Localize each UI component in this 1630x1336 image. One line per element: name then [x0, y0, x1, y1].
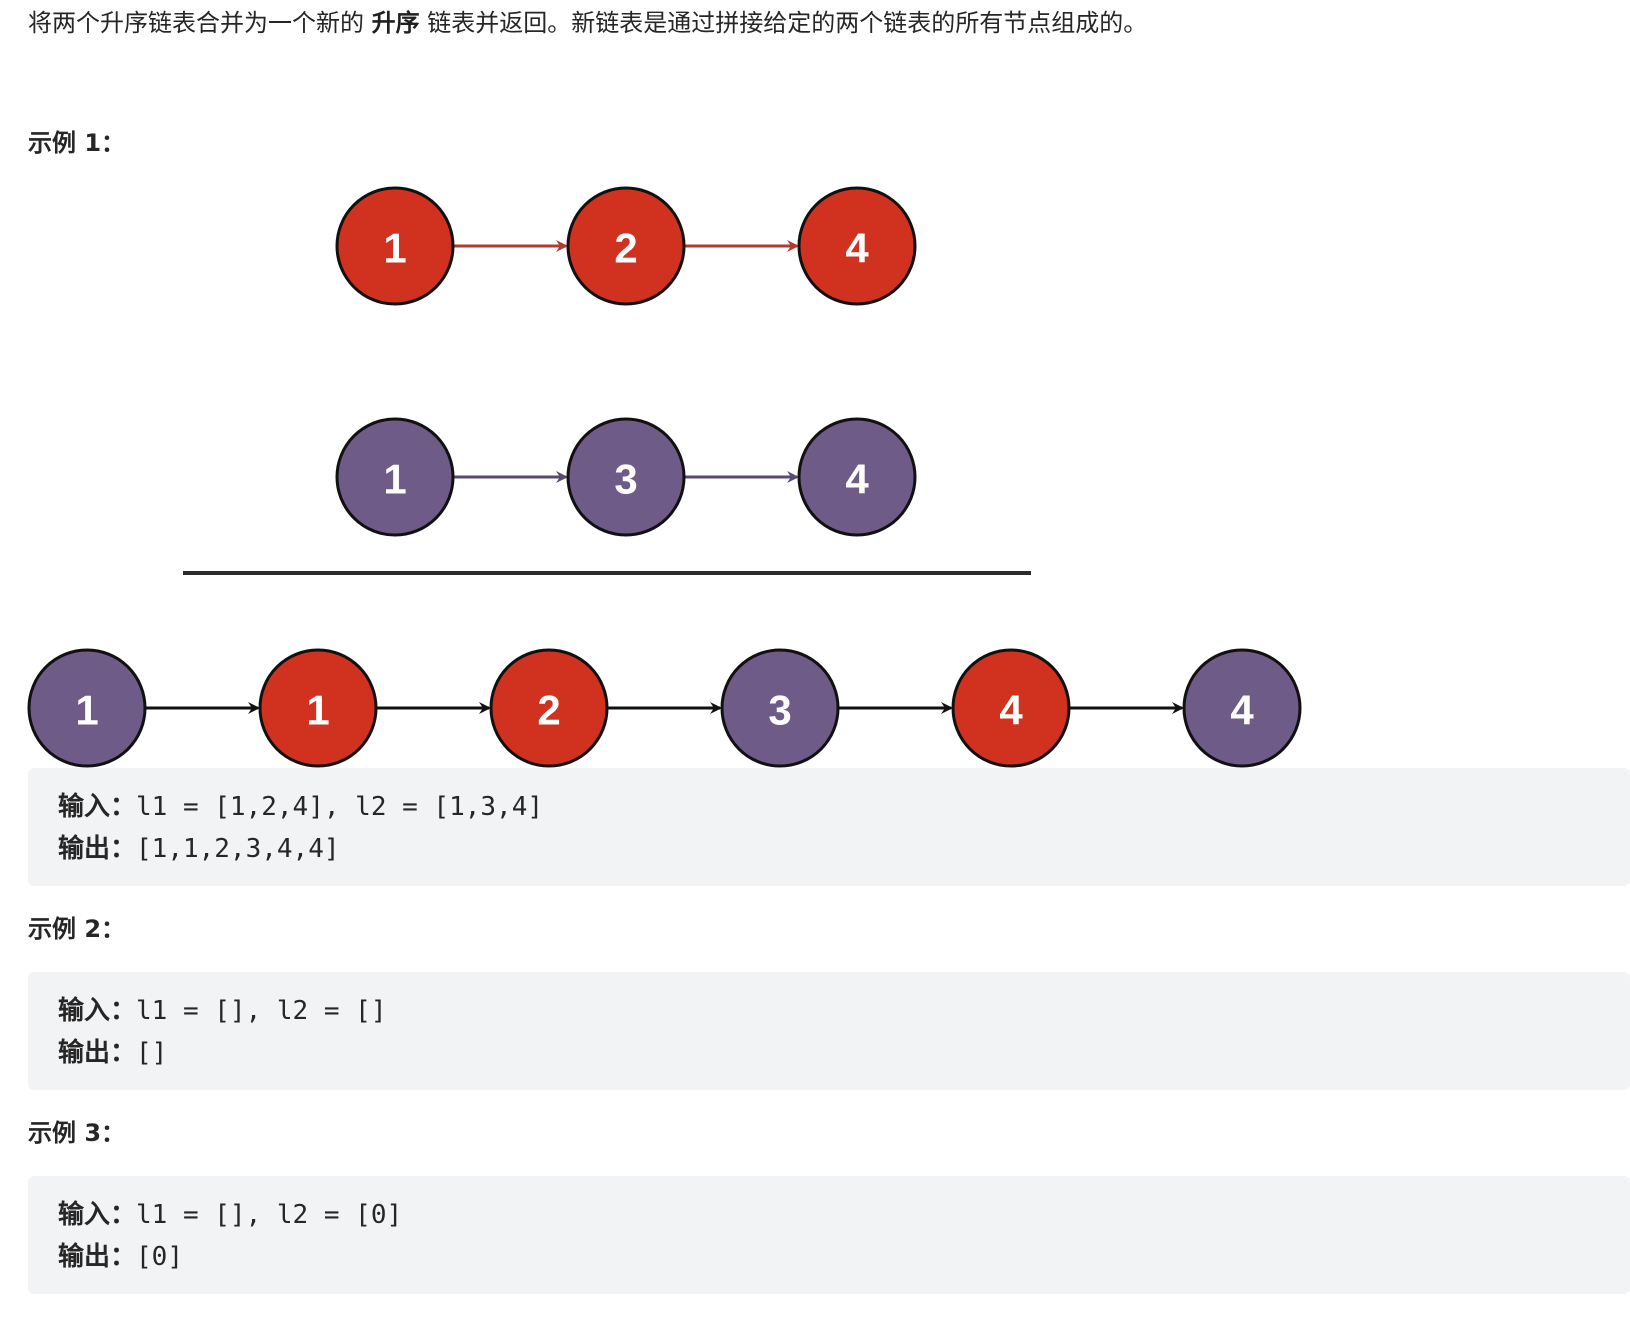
merged-node: [489, 648, 609, 768]
list1-node: [797, 186, 917, 306]
merged-node: [1182, 648, 1302, 768]
input-value: l1 = [], l2 = [0]: [136, 1200, 403, 1230]
example-2-output-line: 输出：[]: [58, 1032, 1600, 1074]
output-value: []: [136, 1038, 168, 1068]
example-3-label: 示例 3：: [28, 1119, 126, 1147]
example-2-input-line: 输入：l1 = [], l2 = []: [58, 990, 1600, 1032]
description-text-before: 将两个升序链表合并为一个新的: [28, 9, 372, 37]
merged-node-value: 1: [75, 687, 98, 734]
example-1-input-line: 输入：l1 = [1,2,4], l2 = [1,3,4]: [58, 786, 1600, 828]
linked-list-merge-diagram: 1 2 4 1 3 4 1 1 2 3 4 4: [27, 186, 1302, 768]
merged-node: [258, 648, 378, 768]
input-key: 输入：: [58, 1200, 137, 1230]
merged-node: [951, 648, 1071, 768]
merged-node-value: 3: [768, 687, 791, 734]
list2-node-value: 1: [383, 456, 406, 503]
output-key: 输出：: [58, 834, 137, 864]
list2-node: [797, 417, 917, 537]
example-2-code-block: 输入：l1 = [], l2 = [] 输出：[]: [28, 972, 1630, 1090]
output-key: 输出：: [58, 1242, 137, 1272]
output-value: [1,1,2,3,4,4]: [136, 834, 340, 864]
example-3-output-line: 输出：[0]: [58, 1236, 1600, 1278]
description-bold-word: 升序: [371, 9, 420, 37]
merged-node-value: 4: [999, 687, 1023, 734]
list1-node: [335, 186, 455, 306]
input-key: 输入：: [58, 996, 137, 1026]
list2-node: [335, 417, 455, 537]
merged-node: [720, 648, 840, 768]
problem-description: 将两个升序链表合并为一个新的 升序 链表并返回。新链表是通过拼接给定的两个链表的…: [28, 6, 1147, 40]
merged-node-value: 4: [1230, 687, 1254, 734]
example-2-label: 示例 2：: [28, 915, 126, 943]
example-1-code-block: 输入：l1 = [1,2,4], l2 = [1,3,4] 输出：[1,1,2,…: [28, 768, 1630, 886]
input-value: l1 = [], l2 = []: [136, 996, 387, 1026]
input-value: l1 = [1,2,4], l2 = [1,3,4]: [136, 792, 544, 822]
list1-node: [566, 186, 686, 306]
merged-node: [27, 648, 147, 768]
list1-node-value: 2: [614, 225, 637, 272]
example-1-output-line: 输出：[1,1,2,3,4,4]: [58, 828, 1600, 870]
example-3-input-line: 输入：l1 = [], l2 = [0]: [58, 1194, 1600, 1236]
output-key: 输出：: [58, 1038, 137, 1068]
list2-node-value: 4: [845, 456, 869, 503]
merged-node-value: 1: [306, 687, 329, 734]
list2-node: [566, 417, 686, 537]
description-text-after: 链表并返回。新链表是通过拼接给定的两个链表的所有节点组成的。: [419, 9, 1148, 37]
list1-node-value: 4: [845, 225, 869, 272]
output-value: [0]: [136, 1242, 183, 1272]
example-3-code-block: 输入：l1 = [], l2 = [0] 输出：[0]: [28, 1176, 1630, 1294]
merged-node-value: 2: [537, 687, 560, 734]
list1-node-value: 1: [383, 225, 406, 272]
input-key: 输入：: [58, 792, 137, 822]
example-1-label: 示例 1：: [28, 129, 126, 157]
list2-node-value: 3: [614, 456, 637, 503]
